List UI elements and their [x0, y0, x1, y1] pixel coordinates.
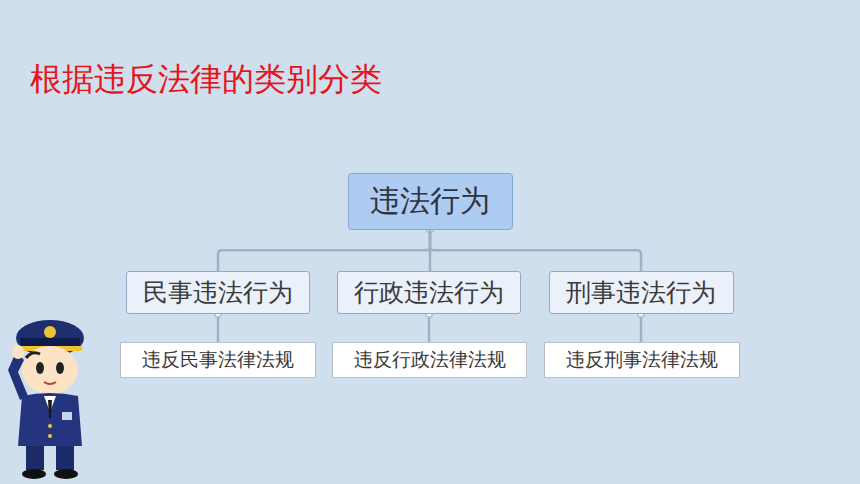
tree-connector: [218, 230, 430, 272]
node-label: 违法行为: [370, 181, 490, 222]
description-box: 违反刑事法律法规: [544, 342, 740, 378]
category-box: 行政违法行为: [337, 271, 521, 314]
node-label: 违反刑事法律法规: [566, 347, 718, 373]
description-box: 违反民事法律法规: [120, 342, 316, 378]
tree-connector: [640, 314, 643, 342]
node-label: 刑事违法行为: [566, 276, 716, 309]
slide-title: 根据违反法律的类别分类: [30, 58, 382, 102]
category-box: 刑事违法行为: [549, 271, 734, 314]
node-label: 民事违法行为: [143, 276, 293, 309]
description-box: 违反行政法律法规: [332, 342, 527, 378]
tree-connector: [428, 314, 431, 342]
node-label: 行政违法行为: [354, 276, 504, 309]
root-box: 违法行为: [348, 173, 513, 230]
tree-connector: [430, 230, 641, 272]
node-label: 违反行政法律法规: [354, 347, 506, 373]
category-box: 民事违法行为: [126, 271, 310, 314]
tree-connector: [217, 314, 220, 342]
police-illustration: [0, 300, 110, 484]
node-label: 违反民事法律法规: [142, 347, 294, 373]
